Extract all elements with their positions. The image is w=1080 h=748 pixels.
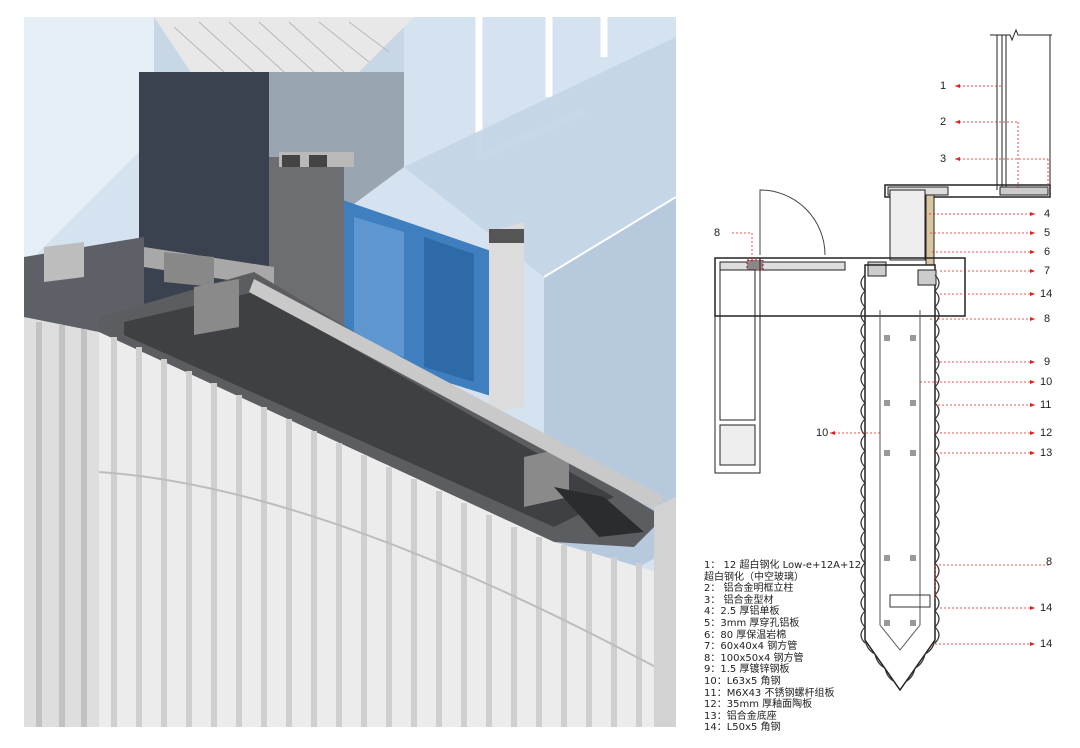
legend-item: 14：L50x5 角钢 — [704, 722, 781, 734]
legend-item: 5：3mm 厚穿孔铝板 — [704, 617, 800, 629]
callout-label: 8 — [1046, 556, 1053, 568]
scallop-edge — [860, 274, 940, 683]
callout-label: 8 — [714, 227, 721, 239]
callout-label: 4 — [1044, 208, 1051, 220]
callout-label: 1 — [940, 80, 947, 92]
callout-label: 14 — [1040, 288, 1053, 300]
panel-flutes — [111, 337, 642, 727]
callout-label: 2 — [940, 116, 947, 128]
callout-label: 11 — [1040, 399, 1052, 411]
legend-item: 9：1.5 厚镀锌钢板 — [704, 664, 790, 676]
legend-item: 2： 铝合金明框立柱 — [704, 583, 794, 595]
legend-item: 10：L63x5 角钢 — [704, 675, 781, 687]
leader-lines — [732, 85, 1050, 645]
background-wall — [24, 17, 154, 267]
callout-label: 7 — [1044, 265, 1051, 277]
steel-tube — [194, 279, 239, 335]
callout-label: 13 — [1040, 447, 1053, 459]
callout-label: 8 — [1044, 313, 1051, 325]
legend-item: 13：铝合金底座 — [704, 710, 777, 722]
callout-label: 12 — [1040, 427, 1053, 439]
material-legend: 1： 12 超白钢化 Low-e+12A+12 超白钢化（中空玻璃） 2： 铝合… — [704, 560, 884, 734]
legend-item: 1： 12 超白钢化 Low-e+12A+12 — [704, 560, 862, 571]
ceramic-fin-outline — [864, 264, 936, 692]
callout-label: 9 — [1044, 356, 1051, 368]
legend-item: 8：100x50x4 钢方管 — [704, 652, 804, 664]
callout-label: 6 — [1044, 246, 1051, 258]
callout-label: 3 — [940, 153, 947, 165]
callout-label: 14 — [1040, 602, 1053, 614]
callout-label: 5 — [1044, 227, 1051, 239]
mullion — [489, 222, 524, 412]
legend-item: 12：35mm 厚釉面陶板 — [704, 699, 813, 711]
bolt-marks — [884, 335, 931, 626]
legend-item: 7：60x40x4 钢方管 — [704, 641, 798, 653]
legend-item: 3： 铝合金型材 — [704, 594, 774, 606]
callout-label: 10 — [816, 427, 829, 439]
callout-label: 10 — [1040, 376, 1053, 388]
door-swing — [759, 189, 826, 256]
legend-item: 超白钢化（中空玻璃） — [704, 571, 804, 583]
axonometric-render — [24, 17, 676, 727]
panel-joint — [98, 471, 675, 678]
legend-item: 4：2.5 厚铝单板 — [704, 606, 780, 618]
callout-label: 14 — [1040, 638, 1053, 650]
legend-item: 11：M6X43 不锈钢螺杆组板 — [704, 687, 835, 699]
section-detail-drawing: 1 2 3 4 5 6 7 14 8 9 10 11 12 13 10 8 8 … — [690, 0, 1080, 743]
concrete-slab — [154, 17, 414, 77]
legend-item: 6：80 厚保温岩棉 — [704, 629, 787, 641]
